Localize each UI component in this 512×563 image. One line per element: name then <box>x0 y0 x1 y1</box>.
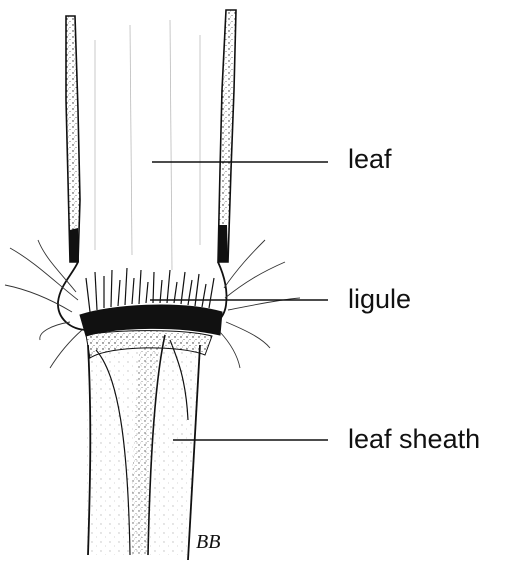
leaf-blade <box>58 10 236 330</box>
leaf-sheath <box>86 331 212 560</box>
artist-signature: BB <box>196 531 220 553</box>
svg-text:BB: BB <box>196 531 220 553</box>
label-leaf-sheath: leaf sheath <box>348 426 480 453</box>
label-ligule: ligule <box>348 286 411 313</box>
label-leaf: leaf <box>348 146 392 173</box>
